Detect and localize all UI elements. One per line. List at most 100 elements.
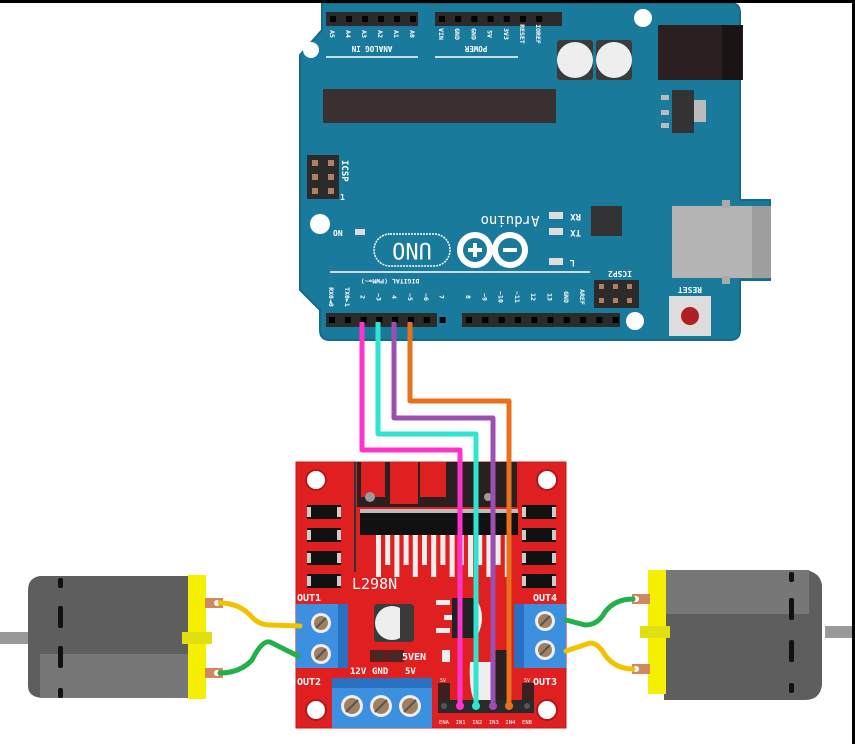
rx-label: RX <box>570 211 581 221</box>
wire-in2 <box>375 322 479 706</box>
motor-a <box>0 575 303 699</box>
arduino-wordmark: Arduino <box>480 212 539 228</box>
header-pin[interactable] <box>612 317 619 323</box>
ic-leg <box>412 535 418 577</box>
header-pin[interactable] <box>503 16 510 22</box>
ena-5v-label: 5V <box>440 678 446 684</box>
header-pin[interactable] <box>344 317 351 323</box>
diode <box>307 505 341 519</box>
pin-label: VIN <box>437 28 445 40</box>
motor-a-lead-green <box>217 639 301 676</box>
chip-label: L298N <box>352 575 397 593</box>
out2-label: OUT2 <box>297 677 321 688</box>
header-pin[interactable] <box>466 317 472 323</box>
diode <box>522 574 556 588</box>
wire-in3 <box>391 322 496 706</box>
pin-label: 3V3 <box>502 28 510 40</box>
tx-led <box>549 228 563 235</box>
header-pin[interactable] <box>394 16 400 22</box>
header-pin[interactable] <box>531 317 538 323</box>
gnd-label: GND <box>372 667 389 677</box>
pin-label: 5V <box>486 30 494 38</box>
control-pin-label: IN4 <box>505 720 516 726</box>
header-pin[interactable] <box>410 16 416 22</box>
enb-5v-label: 5V <box>524 678 530 684</box>
digital-pin-label: ~9 <box>480 293 488 301</box>
header-pin[interactable] <box>520 16 526 22</box>
mounting-hole <box>536 699 558 721</box>
digital-header-label: DIGITAL (PWM=~) <box>361 277 420 285</box>
rx-led <box>549 212 563 219</box>
header-pin[interactable] <box>376 317 383 323</box>
header-pin[interactable] <box>439 317 446 323</box>
digital-pin-label: GND <box>562 291 570 303</box>
on-led <box>355 229 365 235</box>
pin-label: A4 <box>344 30 352 38</box>
terminal-out1-out2 <box>296 604 348 668</box>
wire-end <box>489 702 497 710</box>
frame-border-right <box>852 0 855 744</box>
diode <box>522 505 556 519</box>
digital-pin-label: TX0►1 <box>343 287 351 307</box>
header-pin[interactable] <box>360 317 367 323</box>
digital-pin-label: 7 <box>438 295 446 299</box>
wire-in4 <box>407 322 512 706</box>
header-pin[interactable] <box>362 16 368 22</box>
reset-button[interactable]: RESET <box>669 285 711 336</box>
reset-label: RESET <box>678 285 702 294</box>
header-pin[interactable] <box>547 317 554 323</box>
header-pin[interactable] <box>596 317 603 323</box>
digital-pin-label: 12 <box>529 293 537 301</box>
terminal-out3-out4 <box>514 604 566 668</box>
diode <box>307 574 341 588</box>
header-pin[interactable] <box>487 16 494 22</box>
wire-in1 <box>359 322 463 706</box>
ic-leg <box>449 535 455 577</box>
header-pin[interactable] <box>423 317 430 323</box>
ic-leg <box>486 535 492 577</box>
mounting-hole <box>305 699 327 721</box>
12v-label: 12V <box>350 667 367 677</box>
jumper-wires <box>359 322 513 710</box>
header-pin[interactable] <box>408 317 414 323</box>
header-pin[interactable] <box>329 317 335 323</box>
motor-a-lead-yellow <box>217 600 303 629</box>
header-pin[interactable] <box>471 16 478 22</box>
voltage-regulator <box>661 90 706 133</box>
header-pin[interactable] <box>392 317 399 323</box>
header-pin[interactable] <box>482 317 489 323</box>
frame-border-top <box>0 0 855 3</box>
control-pin[interactable] <box>441 703 447 709</box>
l298n-driver: L298N 5VEN <box>295 461 567 729</box>
ic-leg <box>495 535 501 565</box>
header-pin[interactable] <box>330 16 336 22</box>
header-pin[interactable] <box>378 16 384 22</box>
control-pin[interactable] <box>524 703 530 709</box>
ic-leg <box>422 535 427 565</box>
header-pin[interactable] <box>439 16 445 22</box>
usb-chip <box>591 206 622 236</box>
mounting-hole <box>536 469 558 491</box>
icsp-label: ICSP <box>339 160 349 182</box>
mounting-hole <box>305 469 327 491</box>
header-pin[interactable] <box>580 317 587 323</box>
ic-leg <box>385 535 391 565</box>
motor-b-lead-green <box>563 596 636 628</box>
header-pin[interactable] <box>563 317 570 323</box>
header-section-label: ANALOG IN <box>351 44 392 53</box>
header-pin[interactable] <box>536 16 543 22</box>
ic-leg <box>468 535 473 577</box>
ic-leg <box>394 535 400 577</box>
out3-label: OUT3 <box>533 677 557 688</box>
header-pin[interactable] <box>514 317 521 323</box>
header-pin[interactable] <box>455 16 462 22</box>
header-pin[interactable] <box>346 16 352 22</box>
ic-leg <box>431 535 437 577</box>
header-pin[interactable] <box>498 317 505 323</box>
terminal-power <box>332 678 432 728</box>
pin-label: GND <box>453 28 461 40</box>
5ven-jumper <box>370 650 404 662</box>
